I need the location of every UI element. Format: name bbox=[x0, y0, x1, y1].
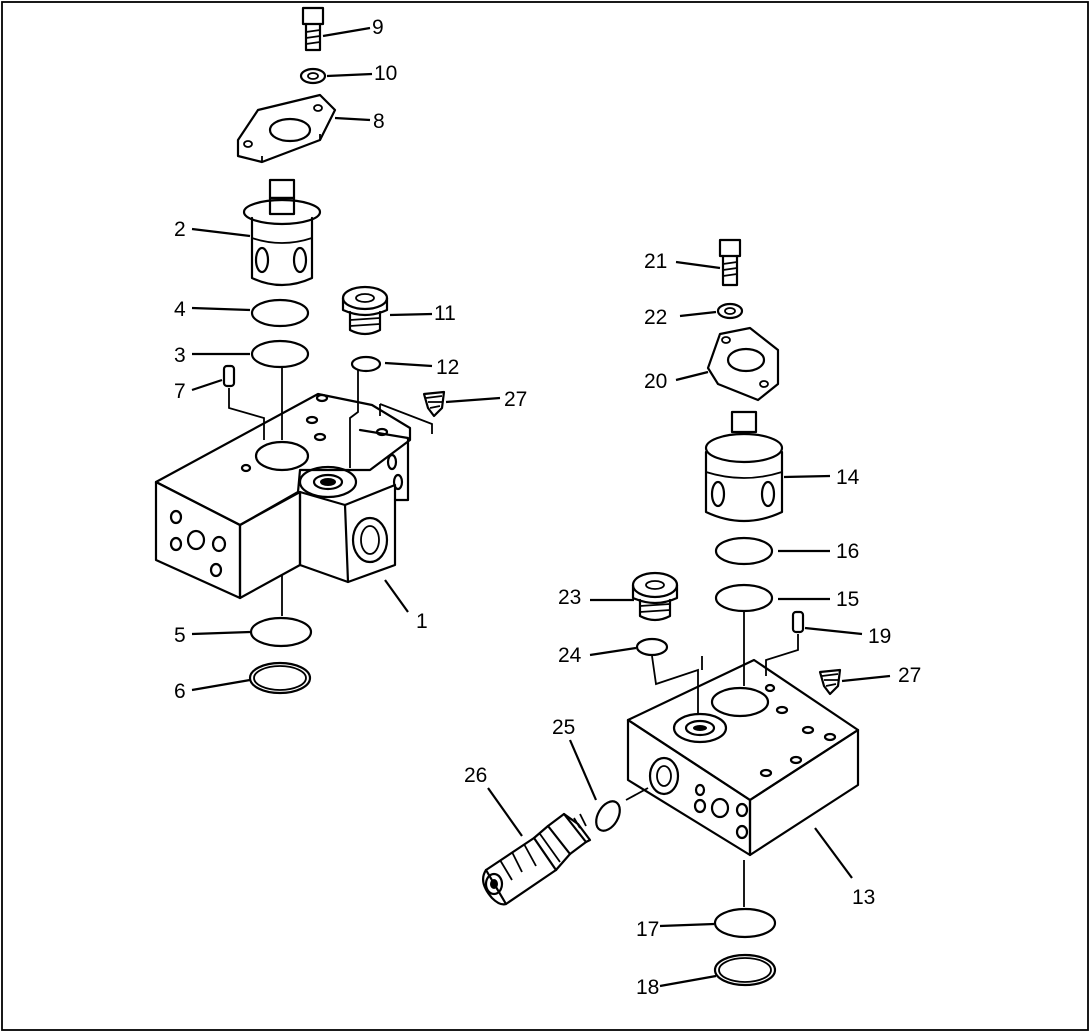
callout-1: 1 bbox=[416, 610, 428, 633]
part-14-cartridge bbox=[704, 410, 784, 523]
part-20-flange bbox=[706, 326, 780, 402]
callout-5: 5 bbox=[174, 624, 186, 647]
part-1-valve-block bbox=[154, 392, 412, 600]
callout-9: 9 bbox=[372, 16, 384, 39]
callout-13: 13 bbox=[852, 886, 875, 909]
right-callout-leaders bbox=[487, 260, 891, 988]
callout-2: 2 bbox=[174, 218, 186, 241]
callout-26: 26 bbox=[464, 764, 487, 787]
callout-27-left: 27 bbox=[504, 388, 527, 411]
callout-16: 16 bbox=[836, 540, 859, 563]
callout-24: 24 bbox=[558, 644, 582, 667]
callout-3: 3 bbox=[174, 344, 186, 367]
part-16-o-ring bbox=[714, 536, 774, 566]
part-24-o-ring bbox=[635, 637, 669, 657]
part-2-cartridge bbox=[242, 178, 322, 287]
callout-23: 23 bbox=[558, 586, 581, 609]
part-18-backup-ring bbox=[713, 953, 777, 987]
part-11-plug bbox=[341, 285, 389, 336]
callout-labels: 1 2 3 4 5 6 7 8 9 10 11 12 13 14 15 16 1… bbox=[174, 16, 921, 999]
part-3-o-ring bbox=[250, 339, 310, 369]
part-25-o-ring bbox=[595, 800, 621, 832]
right-assembly-axis-lines bbox=[625, 612, 799, 907]
callout-7: 7 bbox=[174, 380, 186, 403]
callout-11: 11 bbox=[434, 302, 456, 325]
part-15-o-ring bbox=[714, 583, 774, 613]
part-13-valve-block bbox=[626, 658, 860, 857]
left-callout-leaders bbox=[191, 26, 501, 692]
part-26-relief-valve bbox=[481, 812, 592, 906]
callout-6: 6 bbox=[174, 680, 186, 703]
part-27-plug-right bbox=[818, 668, 842, 696]
part-6-backup-ring bbox=[248, 661, 312, 695]
part-23-plug bbox=[631, 571, 679, 622]
part-22-washer bbox=[716, 302, 744, 320]
callout-22: 22 bbox=[644, 306, 667, 329]
left-assembly-axis-lines bbox=[228, 368, 433, 616]
part-9-bolt bbox=[301, 6, 325, 52]
callout-17: 17 bbox=[636, 918, 659, 941]
part-5-o-ring bbox=[249, 616, 313, 648]
callout-20: 20 bbox=[644, 370, 667, 393]
callout-8: 8 bbox=[373, 110, 385, 133]
callout-25: 25 bbox=[552, 716, 575, 739]
callout-15: 15 bbox=[836, 588, 859, 611]
part-19-pin bbox=[791, 610, 805, 634]
part-8-flange bbox=[236, 93, 337, 164]
callout-4: 4 bbox=[174, 298, 186, 321]
part-12-o-ring bbox=[350, 355, 382, 373]
callout-12: 12 bbox=[436, 356, 459, 379]
callout-18: 18 bbox=[636, 976, 659, 999]
part-27-plug-left bbox=[422, 390, 446, 418]
part-4-o-ring bbox=[250, 298, 310, 328]
callout-19: 19 bbox=[868, 625, 891, 648]
part-10-washer bbox=[299, 67, 327, 85]
part-17-o-ring bbox=[713, 907, 777, 939]
part-21-bolt bbox=[718, 238, 742, 287]
callout-21: 21 bbox=[644, 250, 667, 273]
callout-27-right: 27 bbox=[898, 664, 921, 687]
part-7-pin bbox=[222, 364, 236, 388]
callout-14: 14 bbox=[836, 466, 860, 489]
callout-10: 10 bbox=[374, 62, 397, 85]
